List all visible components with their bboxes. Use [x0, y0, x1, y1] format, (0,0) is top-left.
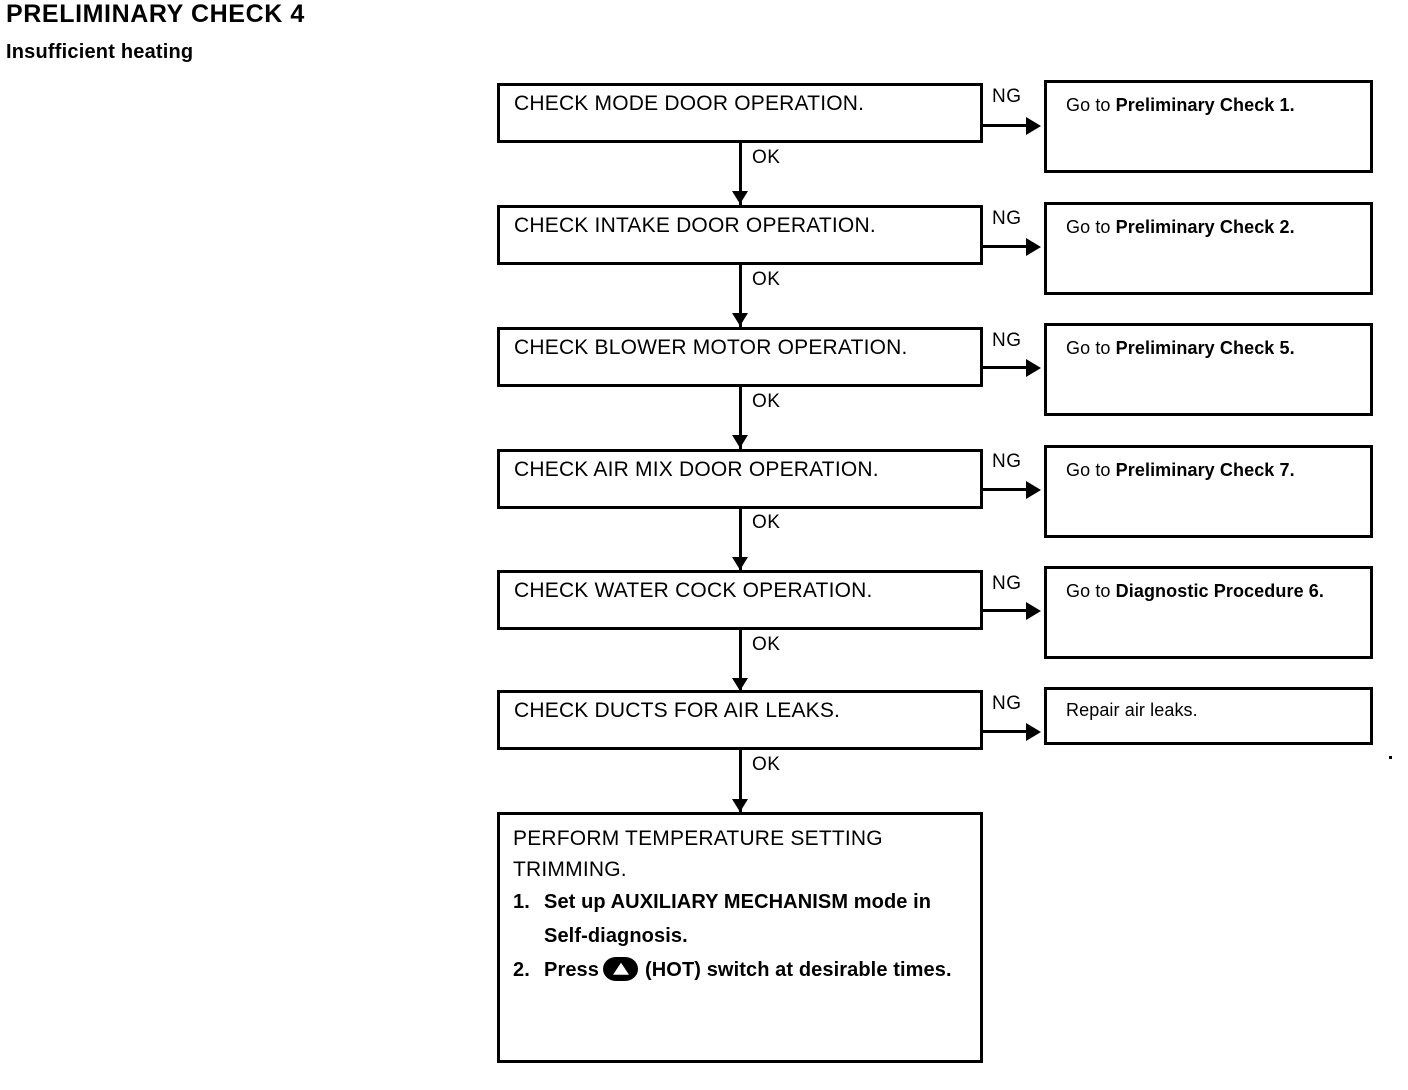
ng-arrowhead-6	[1026, 723, 1041, 741]
ng-label-5: NG	[992, 573, 1022, 594]
ok-label-1: OK	[752, 147, 781, 168]
check-box-3: CHECK BLOWER MOTOR OPERATION.	[497, 327, 983, 387]
final-heading: PERFORM TEMPERATURE SETTING TRIMMING.	[513, 823, 972, 885]
check-box-6: CHECK DUCTS FOR AIR LEAKS.	[497, 690, 983, 750]
ng-connector-2	[983, 245, 1030, 248]
page-subtitle: Insufficient heating	[6, 41, 194, 63]
ng-arrowhead-4	[1026, 481, 1041, 499]
final-heading-line2: TRIMMING.	[513, 858, 627, 881]
ok-arrowhead-1	[732, 191, 748, 204]
result-box-5-label: Go to Diagnostic Procedure 6.	[1066, 581, 1324, 601]
result-box-4-label: Go to Preliminary Check 7.	[1066, 460, 1295, 480]
final-step-2-text-before: Press	[544, 959, 599, 981]
ng-label-1: NG	[992, 86, 1022, 107]
ng-connector-3	[983, 366, 1030, 369]
result-box-2: Go to Preliminary Check 2.	[1044, 202, 1373, 295]
check-box-3-label: CHECK BLOWER MOTOR OPERATION.	[514, 336, 908, 359]
result-box-3-label: Go to Preliminary Check 5.	[1066, 338, 1295, 358]
ok-arrowhead-3	[732, 435, 748, 448]
check-box-5-label: CHECK WATER COCK OPERATION.	[514, 579, 873, 602]
ng-connector-5	[983, 609, 1030, 612]
result-box-1-label: Go to Preliminary Check 1.	[1066, 95, 1295, 115]
ok-connector-1	[739, 143, 742, 205]
final-step-2-number: 2.	[513, 959, 530, 981]
final-steps-list: 1. Set up AUXILIARY MECHANISM mode in Se…	[513, 885, 972, 987]
ng-label-2: NG	[992, 208, 1022, 229]
ok-connector-4	[739, 509, 742, 571]
ng-connector-1	[983, 124, 1030, 127]
ng-arrowhead-1	[1026, 117, 1041, 135]
final-procedure-box: PERFORM TEMPERATURE SETTING TRIMMING. 1.…	[497, 812, 983, 1063]
ok-label-6: OK	[752, 754, 781, 775]
result-box-3: Go to Preliminary Check 5.	[1044, 323, 1373, 416]
result-box-2-label: Go to Preliminary Check 2.	[1066, 217, 1295, 237]
result-box-6-label: Repair air leaks.	[1066, 700, 1198, 720]
check-box-1-label: CHECK MODE DOOR OPERATION.	[514, 92, 865, 115]
ok-arrowhead-4	[732, 557, 748, 570]
check-box-6-label: CHECK DUCTS FOR AIR LEAKS.	[514, 699, 841, 722]
result-box-4: Go to Preliminary Check 7.	[1044, 445, 1373, 538]
final-step-2: 2. Press (HOT) switch at desirable times.	[513, 953, 972, 987]
check-box-1: CHECK MODE DOOR OPERATION.	[497, 83, 983, 143]
final-step-1-number: 1.	[513, 891, 530, 913]
check-box-2-label: CHECK INTAKE DOOR OPERATION.	[514, 214, 876, 237]
ok-arrowhead-6	[732, 799, 748, 812]
ng-arrowhead-2	[1026, 238, 1041, 256]
final-step-1-text: Set up AUXILIARY MECHANISM mode in Self-…	[544, 891, 932, 947]
ng-arrowhead-5	[1026, 602, 1041, 620]
ok-arrowhead-2	[732, 313, 748, 326]
ok-label-3: OK	[752, 391, 781, 412]
scan-artifact-speck	[1389, 756, 1392, 759]
ok-label-4: OK	[752, 512, 781, 533]
check-box-5: CHECK WATER COCK OPERATION.	[497, 570, 983, 630]
check-box-2: CHECK INTAKE DOOR OPERATION.	[497, 205, 983, 265]
ok-label-2: OK	[752, 269, 781, 290]
ng-connector-4	[983, 488, 1030, 491]
final-heading-line1: PERFORM TEMPERATURE SETTING	[513, 827, 883, 850]
ok-connector-5	[739, 630, 742, 692]
ng-connector-6	[983, 730, 1030, 733]
final-step-2-text-after: (HOT) switch at desirable times.	[645, 959, 952, 981]
check-box-4: CHECK AIR MIX DOOR OPERATION.	[497, 449, 983, 509]
final-step-1: 1. Set up AUXILIARY MECHANISM mode in Se…	[513, 885, 972, 953]
hot-switch-icon	[603, 957, 638, 981]
page-title: PRELIMINARY CHECK 4	[6, 0, 305, 28]
ng-label-4: NG	[992, 451, 1022, 472]
ng-arrowhead-3	[1026, 359, 1041, 377]
ok-connector-2	[739, 265, 742, 327]
ok-connector-6	[739, 750, 742, 812]
result-box-5: Go to Diagnostic Procedure 6.	[1044, 566, 1373, 659]
ok-connector-3	[739, 387, 742, 449]
ok-label-5: OK	[752, 634, 781, 655]
ng-label-6: NG	[992, 693, 1022, 714]
result-box-6: Repair air leaks.	[1044, 687, 1373, 745]
result-box-1: Go to Preliminary Check 1.	[1044, 80, 1373, 173]
ok-arrowhead-5	[732, 678, 748, 691]
ng-label-3: NG	[992, 330, 1022, 351]
check-box-4-label: CHECK AIR MIX DOOR OPERATION.	[514, 458, 879, 481]
